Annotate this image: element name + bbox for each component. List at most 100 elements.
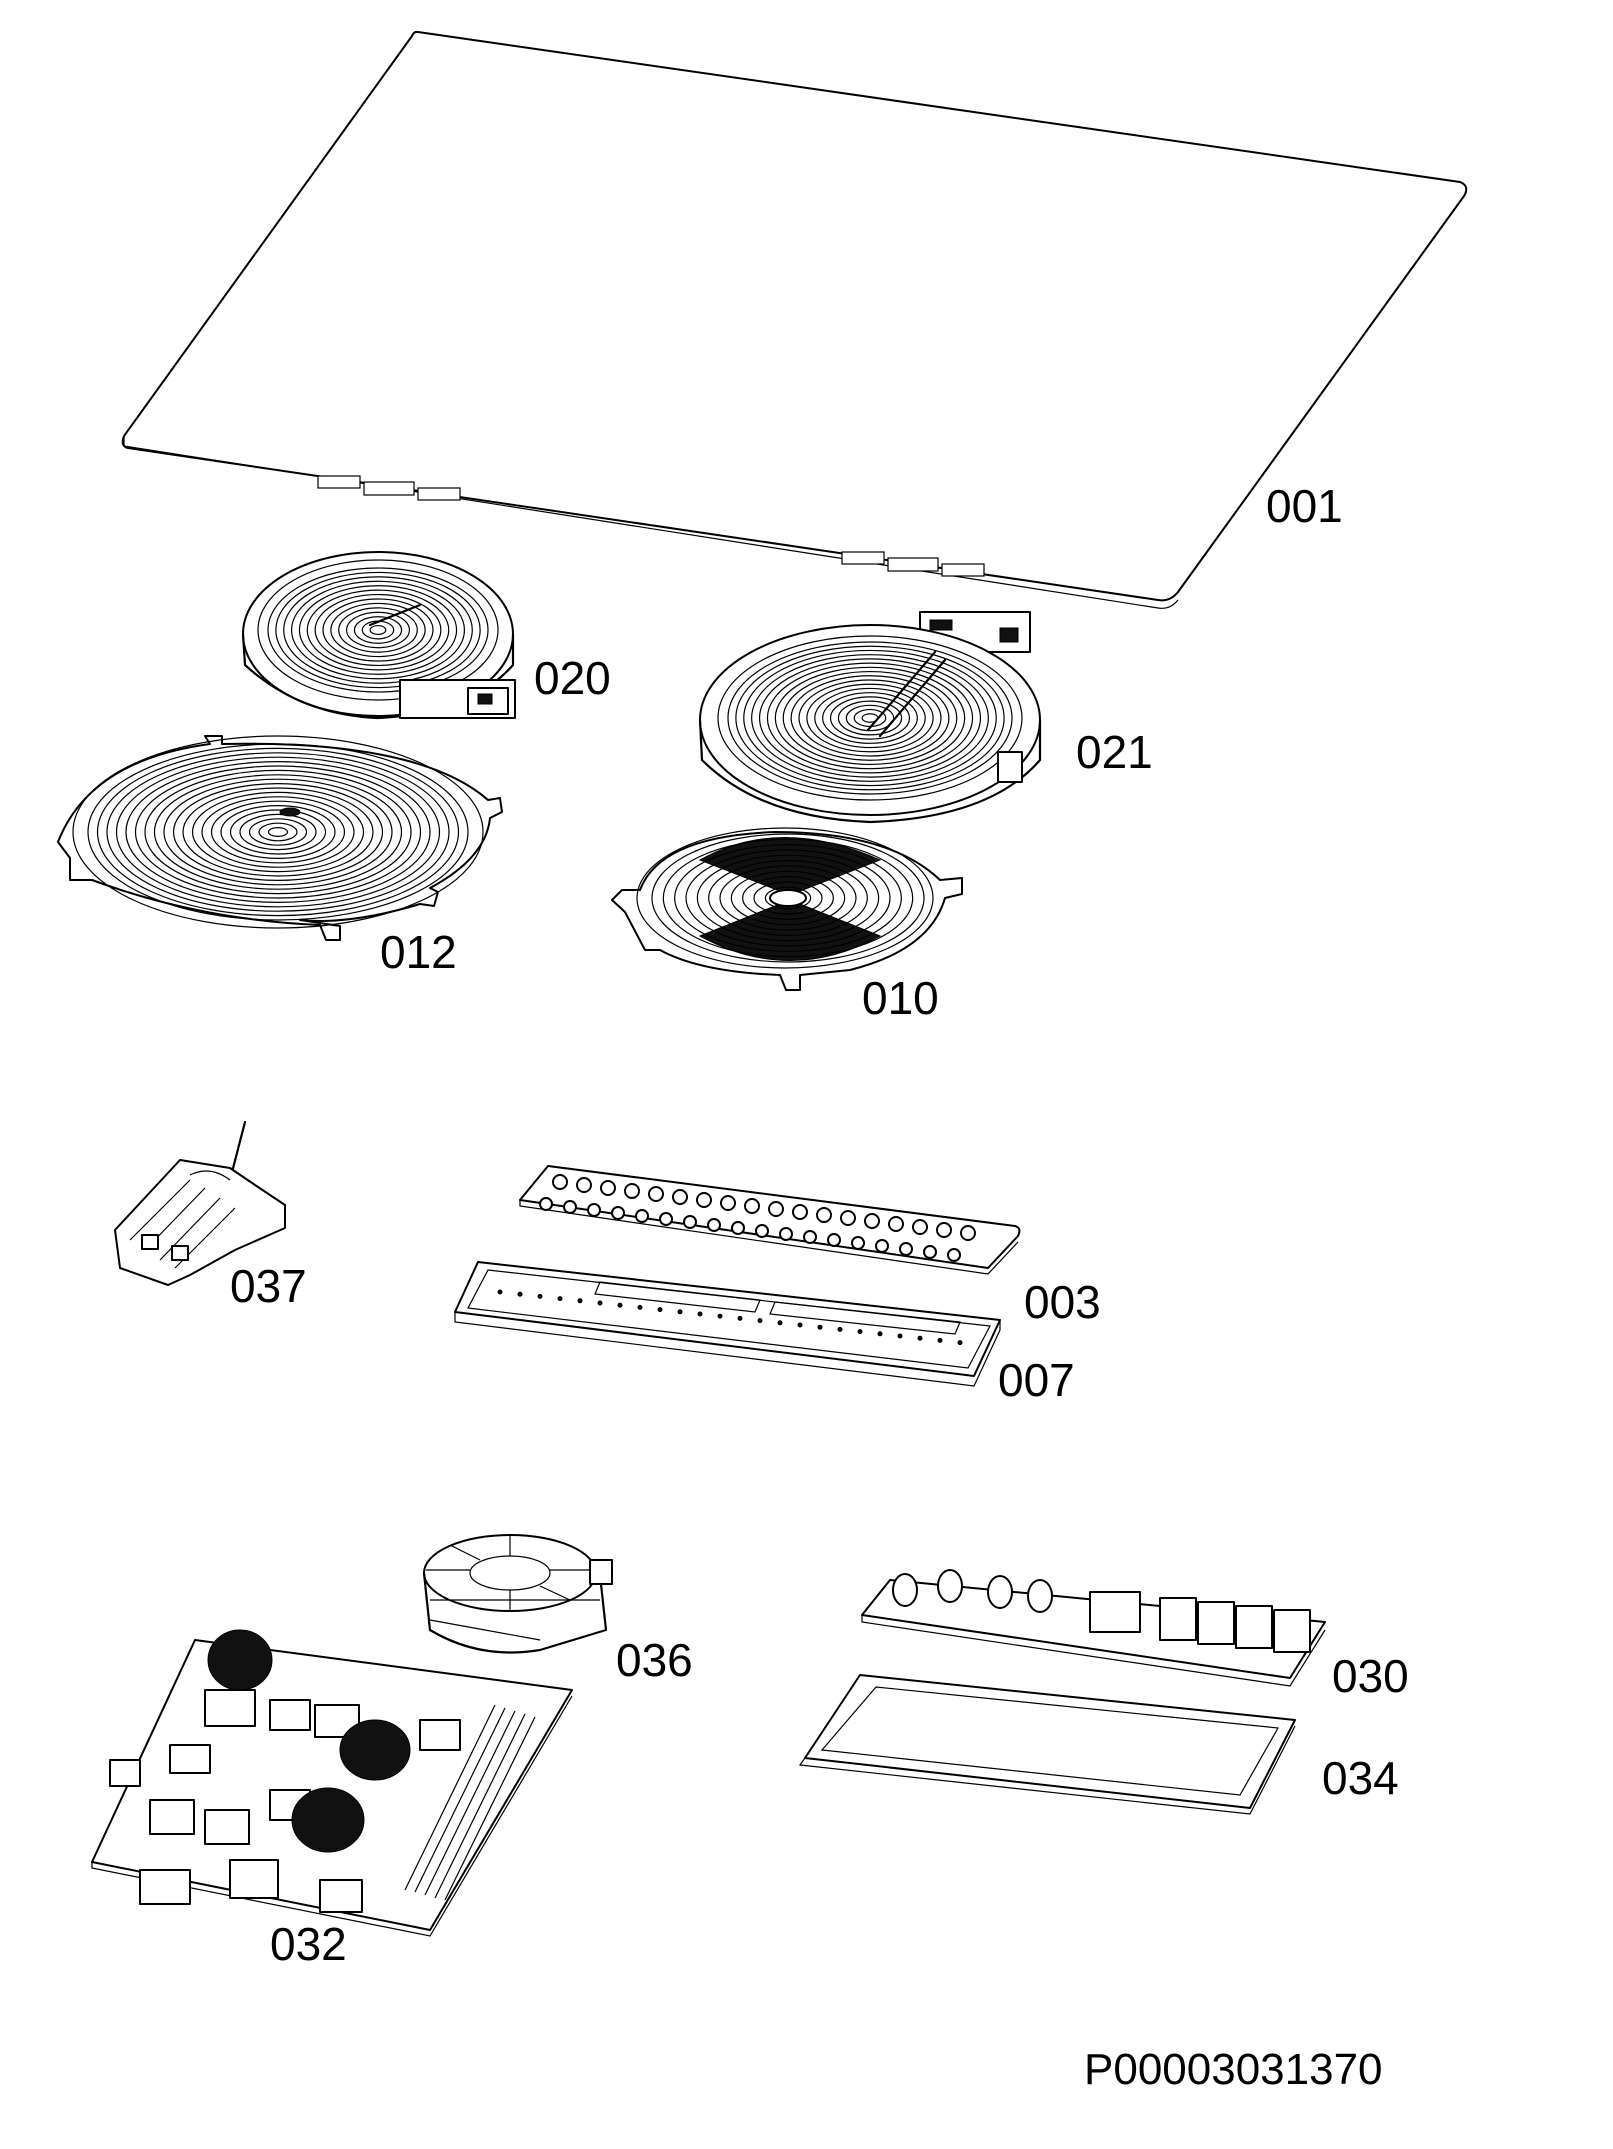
board-component: [899, 1242, 913, 1256]
board-component: [768, 1201, 784, 1217]
coil-winding: [298, 585, 458, 675]
coil-winding: [201, 796, 355, 868]
coil-winding: [191, 791, 365, 873]
board-component: [204, 1809, 250, 1845]
coil-winding: [708, 860, 868, 936]
filter-board-drawing: [861, 1569, 1326, 1687]
board-component: [827, 1233, 841, 1247]
board-component: [624, 1183, 640, 1199]
board-component: [792, 1204, 808, 1220]
housing-peg: [557, 1296, 563, 1302]
board-component: [720, 1195, 736, 1211]
coil-winding: [267, 567, 489, 693]
housing-peg: [857, 1329, 863, 1335]
part-label-012: 012: [380, 926, 457, 978]
housing-peg: [937, 1337, 943, 1343]
coil-winding: [822, 692, 918, 744]
coil-winding: [338, 607, 418, 653]
coil-winding: [267, 826, 289, 837]
capacitor: [1027, 1579, 1053, 1613]
relay: [1273, 1609, 1311, 1653]
board-component: [960, 1225, 976, 1241]
housing-peg: [757, 1318, 763, 1324]
coil-winding: [115, 756, 441, 908]
board-component: [803, 1230, 817, 1244]
coil-012-drawing: [57, 735, 503, 941]
housing-peg: [617, 1302, 623, 1308]
housing-peg: [597, 1300, 603, 1306]
housing-peg: [497, 1289, 503, 1295]
coil-winding: [719, 865, 857, 931]
part-label-032: 032: [270, 1918, 347, 1970]
housing-peg: [657, 1307, 663, 1313]
coil-winding: [845, 704, 895, 732]
coil-winding: [322, 598, 434, 662]
board-component: [611, 1206, 625, 1220]
relay: [1159, 1597, 1197, 1641]
board-component: [936, 1222, 952, 1238]
coil-winding: [306, 589, 450, 671]
coil-winding: [662, 838, 914, 958]
board-component: [923, 1245, 937, 1259]
board-component: [576, 1177, 592, 1193]
coil-winding: [685, 849, 891, 947]
coil-winding: [229, 809, 327, 855]
board-component: [731, 1221, 745, 1235]
board-component: [755, 1224, 769, 1238]
board-component: [600, 1180, 616, 1196]
coil-winding: [743, 649, 997, 787]
coil-winding: [353, 616, 403, 644]
housing-peg: [717, 1313, 723, 1319]
part-label-034: 034: [1322, 1752, 1399, 1804]
board-component: [672, 1189, 688, 1205]
housing-peg: [577, 1298, 583, 1304]
coil-winding: [144, 769, 412, 895]
terminal-block-drawing: [114, 1120, 286, 1286]
housing-peg: [897, 1333, 903, 1339]
housing-peg: [737, 1315, 743, 1321]
board-component: [563, 1200, 577, 1214]
housing-peg: [877, 1331, 883, 1337]
coil-winding: [730, 870, 846, 926]
part-label-030: 030: [1332, 1650, 1409, 1702]
glass-top-plate: [121, 30, 1468, 609]
coil-winding: [283, 576, 473, 684]
coil-winding: [275, 571, 481, 689]
board-component: [779, 1227, 793, 1241]
board-component: [229, 1859, 279, 1899]
coil-winding: [790, 675, 950, 761]
coil-winding: [742, 876, 834, 920]
coil-winding: [290, 580, 466, 680]
housing-peg: [797, 1322, 803, 1328]
capacitor: [937, 1569, 963, 1603]
coil-winding: [674, 844, 902, 952]
part-label-001: 001: [1266, 480, 1343, 532]
coil-winding: [782, 670, 958, 766]
housing-peg: [837, 1326, 843, 1332]
board-component: [269, 1699, 311, 1731]
coil-winding: [814, 687, 926, 749]
coil-winding: [210, 800, 346, 864]
board-component: [648, 1186, 664, 1202]
board-component: [696, 1192, 712, 1208]
heater-020-drawing: [241, 551, 516, 720]
board-component: [419, 1719, 461, 1751]
board-component: [659, 1212, 673, 1226]
coil-winding: [239, 813, 317, 851]
board-component: [683, 1215, 697, 1229]
part-label-010: 010: [862, 972, 939, 1024]
part-label-021: 021: [1076, 726, 1153, 778]
board-component: [204, 1689, 256, 1727]
coil-winding: [727, 641, 1013, 795]
document-code: P00003031370: [1084, 2045, 1383, 2094]
housing-peg: [777, 1320, 783, 1326]
board-component: [707, 1218, 721, 1232]
board-component: [539, 1197, 553, 1211]
relay: [1235, 1605, 1273, 1649]
coil-winding: [172, 782, 384, 881]
coil-winding: [96, 747, 460, 917]
coil-winding: [163, 778, 393, 886]
coil-winding: [751, 654, 989, 782]
board-component: [947, 1248, 961, 1262]
housing-peg: [677, 1309, 683, 1315]
